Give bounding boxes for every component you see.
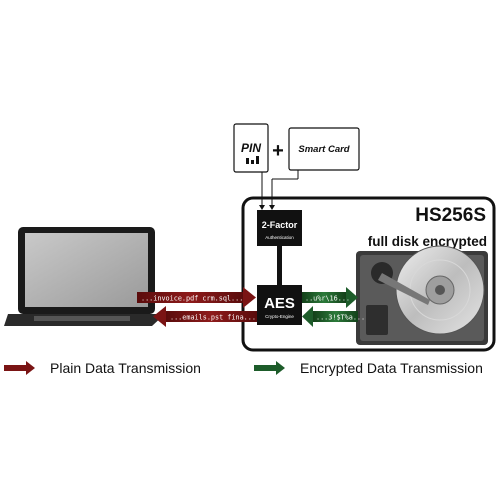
legend-plain-arrow-icon: [4, 361, 35, 375]
auth-connectors: [261, 170, 299, 208]
two-factor-subtitle: Authentication: [265, 235, 294, 240]
plain-in-text: ...emails.pst fina...: [170, 314, 256, 322]
legend-encrypted-label: Encrypted Data Transmission: [300, 360, 483, 376]
aes-title: AES: [264, 295, 295, 312]
arrow-down-icon: [259, 205, 265, 210]
pin-card: PIN: [233, 123, 269, 173]
encrypted-in-arrow: ...3!$T%a...: [302, 306, 365, 327]
smartcard-label: Smart Card: [298, 144, 349, 155]
arrow-down-icon: [269, 205, 275, 210]
legend-encrypted-arrow-icon: [254, 361, 285, 375]
plain-out-text: ...invoice.pdf crm.sql...: [141, 295, 243, 303]
device-subtitle: full disk encrypted: [368, 234, 487, 249]
pin-label: PIN: [241, 141, 261, 155]
device-frame: [241, 196, 496, 352]
plus-sign: +: [272, 140, 284, 162]
aes-box: [257, 285, 302, 325]
device-name: HS256S: [415, 205, 486, 226]
legend: Plain Data Transmission Encrypted Data T…: [4, 360, 483, 376]
encrypted-out-text: ..u%r\16...: [305, 295, 350, 303]
laptop-icon: [4, 227, 165, 326]
plain-in-arrow: ...emails.pst fina...: [153, 306, 257, 327]
legend-plain-label: Plain Data Transmission: [50, 360, 201, 376]
hard-disk-icon: [356, 245, 488, 345]
aes-subtitle: Crypto-Engine: [265, 314, 294, 319]
encrypted-out-arrow: ..u%r\16...: [302, 287, 358, 308]
smart-card: Smart Card: [288, 127, 360, 171]
encrypted-in-text: ...3!$T%a...: [316, 314, 365, 322]
two-factor-title: 2-Factor: [262, 220, 298, 230]
two-factor-box: [257, 210, 302, 246]
plain-out-arrow: ...invoice.pdf crm.sql...: [137, 287, 256, 308]
